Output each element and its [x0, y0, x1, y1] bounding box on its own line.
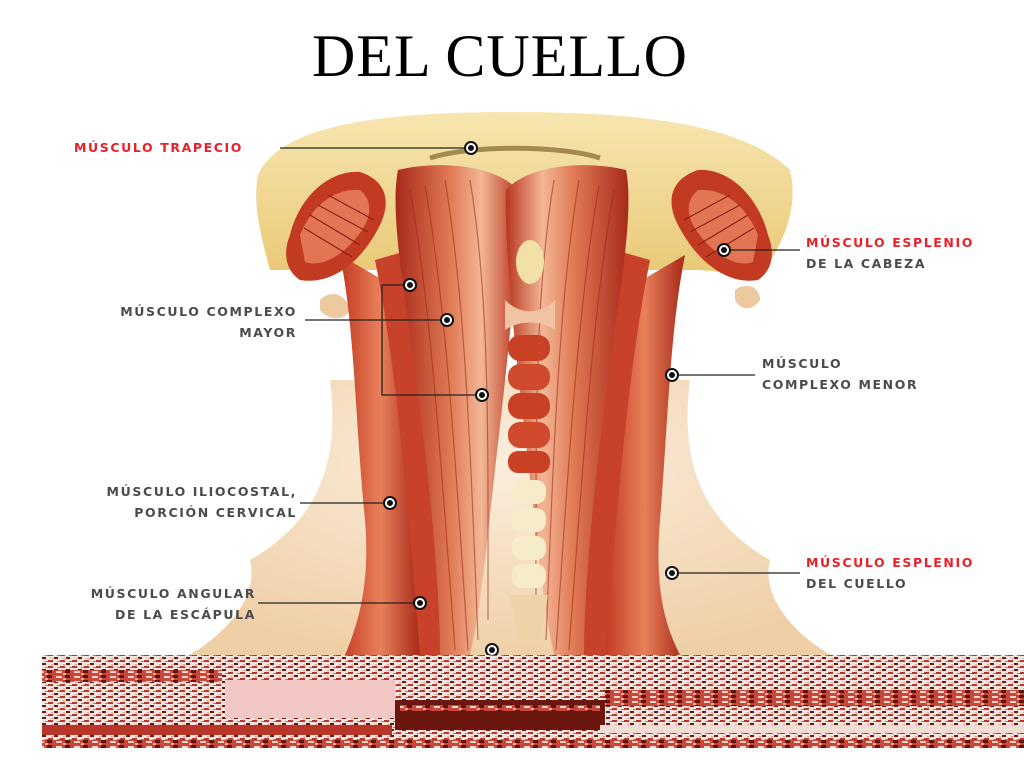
label-angular-line1: MÚSCULO ANGULAR	[90, 586, 256, 601]
label-complexo-menor: MÚSCULO COMPLEXO MENOR	[762, 353, 918, 395]
label-esplenio-cuello-line2: DEL CUELLO	[806, 576, 908, 591]
label-complexo-mayor: MÚSCULO COMPLEXO MAYOR	[120, 301, 297, 343]
label-iliocostal: MÚSCULO ILIOCOSTAL, PORCIÓN CERVICAL	[107, 481, 297, 523]
label-iliocostal-line2: PORCIÓN CERVICAL	[134, 505, 297, 520]
shoulder-skin	[180, 380, 840, 660]
label-esplenio-cuello-line1: MÚSCULO ESPLENIO	[806, 555, 974, 570]
spine-ligament	[505, 300, 555, 330]
slide-title: DEL CUELLO	[311, 23, 689, 89]
label-esplenio-cabeza-line2: DE LA CABEZA	[806, 256, 927, 271]
label-complexo-mayor-line2: MAYOR	[239, 325, 297, 340]
ear-left	[320, 294, 350, 319]
label-complexo-menor-line2: COMPLEXO MENOR	[762, 377, 919, 392]
ear-right	[735, 285, 760, 309]
esplenio-cabeza-left	[286, 171, 386, 281]
lateral-band-left	[375, 250, 455, 655]
label-esplenio-cabeza-line1: MÚSCULO ESPLENIO	[806, 235, 974, 250]
label-musculo-trapecio: MÚSCULO TRAPECIO	[74, 137, 243, 158]
leader-lines	[258, 147, 800, 604]
nuchal-ridge	[429, 145, 601, 161]
corrupted-image-band	[42, 655, 1024, 748]
label-esplenio-cuello: MÚSCULO ESPLENIO DEL CUELLO	[806, 552, 974, 594]
label-angular-line2: DE LA ESCÁPULA	[115, 607, 256, 622]
pointer-dots	[383, 141, 731, 657]
label-complexo-menor-line1: MÚSCULO	[762, 356, 843, 371]
cervical-vertebrae	[508, 335, 550, 640]
esplenio-cabeza-right	[671, 169, 772, 281]
label-trapecio-line1: MÚSCULO TRAPECIO	[74, 140, 243, 155]
label-complexo-mayor-line1: MÚSCULO COMPLEXO	[120, 304, 297, 319]
spinous-process-top	[516, 240, 544, 284]
label-esplenio-cabeza: MÚSCULO ESPLENIO DE LA CABEZA	[806, 232, 974, 274]
label-angular-escapula: MÚSCULO ANGULAR DE LA ESCÁPULA	[91, 583, 256, 625]
lateral-band-right	[570, 250, 650, 655]
label-iliocostal-line1: MÚSCULO ILIOCOSTAL,	[106, 484, 297, 499]
